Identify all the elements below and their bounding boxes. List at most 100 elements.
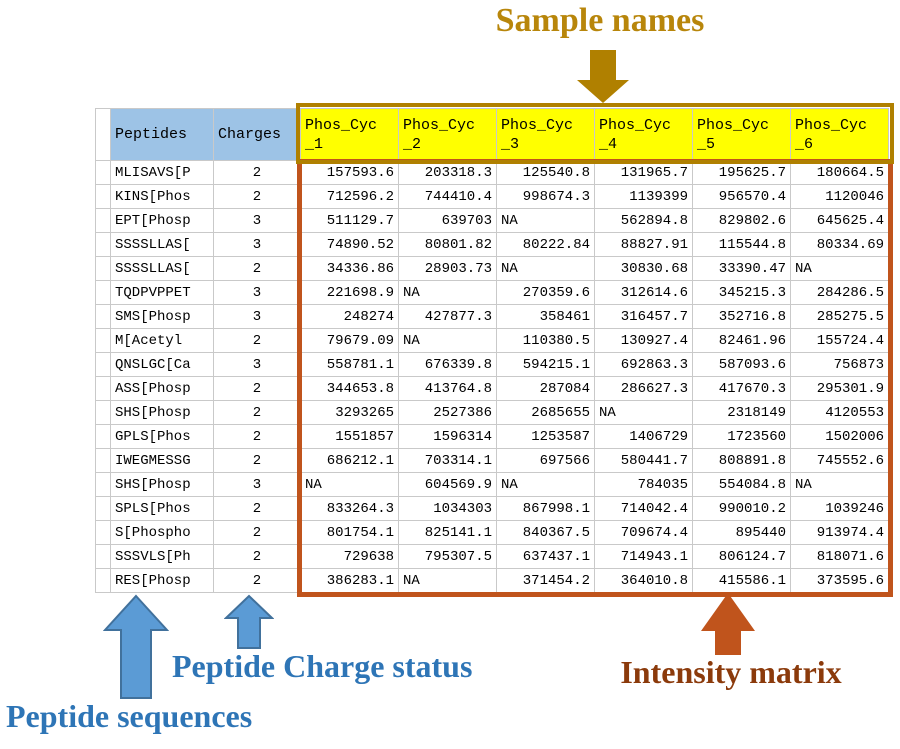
charge-cell-r11[interactable]: 2 — [214, 401, 301, 425]
sample-column-header-3[interactable]: Phos_Cyc_3 — [497, 109, 595, 161]
intensity-cell-r16-c4[interactable]: 709674.4 — [595, 521, 693, 545]
intensity-cell-r13-c4[interactable]: 580441.7 — [595, 449, 693, 473]
intensity-cell-r12-c2[interactable]: 1596314 — [399, 425, 497, 449]
intensity-cell-r6-c1[interactable]: 221698.9 — [301, 281, 399, 305]
intensity-cell-r15-c4[interactable]: 714042.4 — [595, 497, 693, 521]
peptide-cell-r4[interactable]: SSSSLLAS[ — [111, 233, 214, 257]
intensity-cell-r1-c3[interactable]: 125540.8 — [497, 161, 595, 185]
intensity-cell-r1-c6[interactable]: 180664.5 — [791, 161, 889, 185]
intensity-cell-r14-c5[interactable]: 554084.8 — [693, 473, 791, 497]
intensity-cell-r10-c5[interactable]: 417670.3 — [693, 377, 791, 401]
intensity-cell-r16-c2[interactable]: 825141.1 — [399, 521, 497, 545]
intensity-cell-r6-c4[interactable]: 312614.6 — [595, 281, 693, 305]
intensity-cell-r4-c3[interactable]: 80222.84 — [497, 233, 595, 257]
intensity-cell-r5-c6[interactable]: NA — [791, 257, 889, 281]
intensity-cell-r8-c2[interactable]: NA — [399, 329, 497, 353]
intensity-cell-r4-c4[interactable]: 88827.91 — [595, 233, 693, 257]
intensity-cell-r14-c4[interactable]: 784035 — [595, 473, 693, 497]
intensity-cell-r13-c2[interactable]: 703314.1 — [399, 449, 497, 473]
charge-cell-r3[interactable]: 3 — [214, 209, 301, 233]
intensity-cell-r5-c2[interactable]: 28903.73 — [399, 257, 497, 281]
intensity-cell-r8-c4[interactable]: 130927.4 — [595, 329, 693, 353]
intensity-cell-r9-c6[interactable]: 756873 — [791, 353, 889, 377]
peptides-column-header[interactable]: Peptides — [111, 109, 214, 161]
peptide-cell-r5[interactable]: SSSSLLAS[ — [111, 257, 214, 281]
intensity-cell-r17-c3[interactable]: 637437.1 — [497, 545, 595, 569]
intensity-cell-r14-c2[interactable]: 604569.9 — [399, 473, 497, 497]
peptide-cell-r6[interactable]: TQDPVPPET — [111, 281, 214, 305]
intensity-cell-r4-c5[interactable]: 115544.8 — [693, 233, 791, 257]
intensity-cell-r13-c3[interactable]: 697566 — [497, 449, 595, 473]
intensity-cell-r2-c3[interactable]: 998674.3 — [497, 185, 595, 209]
charge-cell-r2[interactable]: 2 — [214, 185, 301, 209]
intensity-cell-r5-c5[interactable]: 33390.47 — [693, 257, 791, 281]
charge-cell-r14[interactable]: 3 — [214, 473, 301, 497]
charge-cell-r16[interactable]: 2 — [214, 521, 301, 545]
intensity-cell-r12-c3[interactable]: 1253587 — [497, 425, 595, 449]
intensity-cell-r12-c1[interactable]: 1551857 — [301, 425, 399, 449]
intensity-cell-r5-c1[interactable]: 34336.86 — [301, 257, 399, 281]
charge-cell-r10[interactable]: 2 — [214, 377, 301, 401]
charge-cell-r7[interactable]: 3 — [214, 305, 301, 329]
charge-cell-r9[interactable]: 3 — [214, 353, 301, 377]
intensity-cell-r11-c4[interactable]: NA — [595, 401, 693, 425]
peptide-cell-r13[interactable]: IWEGMESSG — [111, 449, 214, 473]
intensity-cell-r1-c2[interactable]: 203318.3 — [399, 161, 497, 185]
peptide-cell-r3[interactable]: EPT[Phosp — [111, 209, 214, 233]
intensity-cell-r2-c4[interactable]: 1139399 — [595, 185, 693, 209]
intensity-cell-r8-c3[interactable]: 110380.5 — [497, 329, 595, 353]
intensity-cell-r15-c6[interactable]: 1039246 — [791, 497, 889, 521]
charge-cell-r18[interactable]: 2 — [214, 569, 301, 593]
intensity-cell-r9-c5[interactable]: 587093.6 — [693, 353, 791, 377]
peptide-cell-r15[interactable]: SPLS[Phos — [111, 497, 214, 521]
peptide-cell-r10[interactable]: ASS[Phosp — [111, 377, 214, 401]
peptide-cell-r12[interactable]: GPLS[Phos — [111, 425, 214, 449]
intensity-cell-r7-c6[interactable]: 285275.5 — [791, 305, 889, 329]
intensity-cell-r10-c6[interactable]: 295301.9 — [791, 377, 889, 401]
intensity-cell-r15-c5[interactable]: 990010.2 — [693, 497, 791, 521]
intensity-cell-r13-c1[interactable]: 686212.1 — [301, 449, 399, 473]
intensity-cell-r17-c1[interactable]: 729638 — [301, 545, 399, 569]
intensity-cell-r3-c1[interactable]: 511129.7 — [301, 209, 399, 233]
intensity-cell-r11-c6[interactable]: 4120553 — [791, 401, 889, 425]
peptide-cell-r17[interactable]: SSSVLS[Ph — [111, 545, 214, 569]
intensity-cell-r7-c1[interactable]: 248274 — [301, 305, 399, 329]
charge-cell-r13[interactable]: 2 — [214, 449, 301, 473]
peptide-cell-r14[interactable]: SHS[Phosp — [111, 473, 214, 497]
intensity-cell-r12-c6[interactable]: 1502006 — [791, 425, 889, 449]
intensity-cell-r15-c2[interactable]: 1034303 — [399, 497, 497, 521]
intensity-cell-r8-c1[interactable]: 79679.09 — [301, 329, 399, 353]
charge-cell-r4[interactable]: 3 — [214, 233, 301, 257]
intensity-cell-r18-c1[interactable]: 386283.1 — [301, 569, 399, 593]
intensity-cell-r4-c2[interactable]: 80801.82 — [399, 233, 497, 257]
intensity-cell-r9-c2[interactable]: 676339.8 — [399, 353, 497, 377]
intensity-cell-r2-c1[interactable]: 712596.2 — [301, 185, 399, 209]
intensity-cell-r14-c6[interactable]: NA — [791, 473, 889, 497]
intensity-cell-r13-c6[interactable]: 745552.6 — [791, 449, 889, 473]
sample-column-header-6[interactable]: Phos_Cyc_6 — [791, 109, 889, 161]
intensity-cell-r16-c5[interactable]: 895440 — [693, 521, 791, 545]
intensity-cell-r16-c6[interactable]: 913974.4 — [791, 521, 889, 545]
sample-column-header-2[interactable]: Phos_Cyc_2 — [399, 109, 497, 161]
intensity-cell-r14-c1[interactable]: NA — [301, 473, 399, 497]
intensity-cell-r2-c6[interactable]: 1120046 — [791, 185, 889, 209]
intensity-cell-r3-c5[interactable]: 829802.6 — [693, 209, 791, 233]
intensity-cell-r17-c6[interactable]: 818071.6 — [791, 545, 889, 569]
intensity-cell-r16-c1[interactable]: 801754.1 — [301, 521, 399, 545]
sample-column-header-1[interactable]: Phos_Cyc_1 — [301, 109, 399, 161]
intensity-cell-r12-c5[interactable]: 1723560 — [693, 425, 791, 449]
charge-cell-r1[interactable]: 2 — [214, 161, 301, 185]
intensity-cell-r3-c6[interactable]: 645625.4 — [791, 209, 889, 233]
intensity-cell-r7-c2[interactable]: 427877.3 — [399, 305, 497, 329]
intensity-cell-r3-c4[interactable]: 562894.8 — [595, 209, 693, 233]
intensity-cell-r4-c6[interactable]: 80334.69 — [791, 233, 889, 257]
intensity-cell-r9-c4[interactable]: 692863.3 — [595, 353, 693, 377]
intensity-cell-r10-c1[interactable]: 344653.8 — [301, 377, 399, 401]
peptide-cell-r9[interactable]: QNSLGC[Ca — [111, 353, 214, 377]
charges-column-header[interactable]: Charges — [214, 109, 301, 161]
intensity-cell-r10-c2[interactable]: 413764.8 — [399, 377, 497, 401]
intensity-cell-r6-c5[interactable]: 345215.3 — [693, 281, 791, 305]
sample-column-header-4[interactable]: Phos_Cyc_4 — [595, 109, 693, 161]
intensity-cell-r10-c4[interactable]: 286627.3 — [595, 377, 693, 401]
intensity-cell-r18-c6[interactable]: 373595.6 — [791, 569, 889, 593]
